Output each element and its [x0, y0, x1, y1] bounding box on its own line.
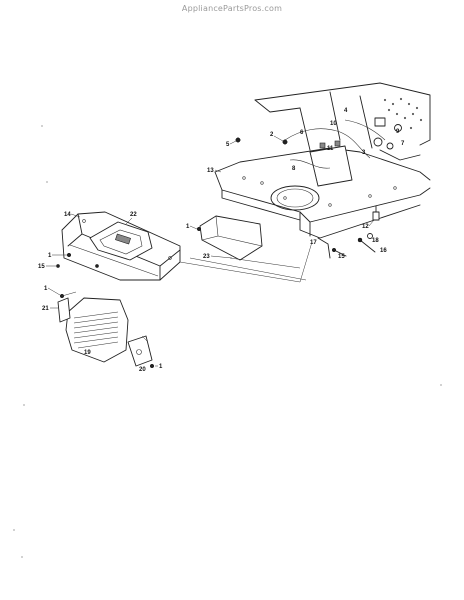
callout-labels: 5 2 13 4 10 6 11 8 9 7 3 12 14 22 1 23 1… — [38, 108, 405, 373]
callout-22: 22 — [130, 212, 137, 218]
callout-23: 23 — [203, 254, 210, 260]
callout-14: 14 — [64, 212, 71, 218]
callout-18: 18 — [372, 238, 379, 244]
callout-8: 8 — [292, 166, 296, 172]
scan-specks — [13, 125, 442, 558]
mower-frame — [214, 82, 431, 259]
callout-1a: 1 — [186, 224, 190, 230]
callout-17: 17 — [310, 240, 317, 246]
callout-15b: 15 — [38, 264, 45, 270]
assembly-lines — [61, 241, 313, 343]
callout-10: 10 — [330, 121, 337, 127]
callout-12: 12 — [362, 224, 369, 230]
callout-9: 9 — [396, 129, 400, 135]
callout-3: 3 — [362, 150, 366, 156]
callout-6: 6 — [300, 130, 304, 136]
callout-2: 2 — [270, 132, 274, 138]
deflector-plate — [196, 215, 263, 261]
callout-16: 16 — [380, 248, 387, 254]
callout-1b: 1 — [48, 253, 52, 259]
headlight-housing — [57, 293, 155, 369]
callout-15a: 15 — [338, 254, 345, 260]
callout-13: 13 — [207, 168, 214, 174]
callout-11: 11 — [327, 146, 334, 152]
callout-1d: 1 — [159, 364, 163, 370]
callout-7: 7 — [401, 141, 405, 147]
watermark-text: AppliancePartsPros.com — [181, 4, 283, 13]
callout-20: 20 — [139, 367, 146, 373]
callout-21: 21 — [42, 306, 49, 312]
callout-5: 5 — [226, 142, 230, 148]
callout-4: 4 — [344, 108, 348, 114]
callout-1c: 1 — [44, 286, 48, 292]
callout-19: 19 — [84, 350, 91, 356]
front-bumper — [61, 211, 181, 281]
